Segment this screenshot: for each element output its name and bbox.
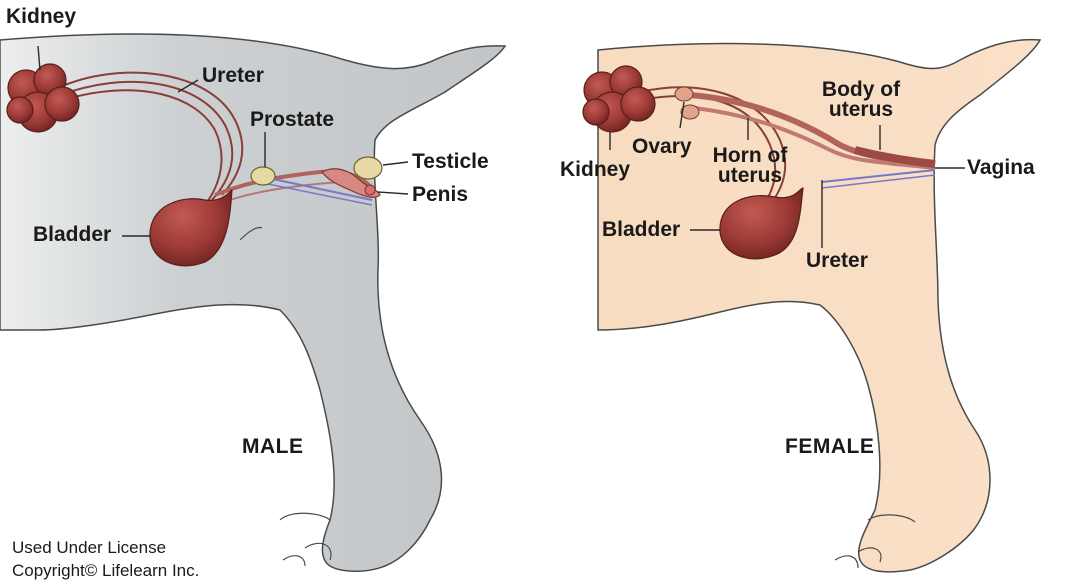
female-ovary-1 xyxy=(674,86,694,102)
female-body-silhouette xyxy=(597,38,1042,573)
female-label-body-line1: Body of xyxy=(821,78,901,101)
male-bladder xyxy=(149,189,233,267)
female-label-horn-line1: Horn of xyxy=(712,144,788,167)
male-diagram xyxy=(0,33,507,572)
male-label-prostate: Prostate xyxy=(250,108,335,131)
female-kidney xyxy=(582,65,656,133)
male-label-penis: Penis xyxy=(412,183,469,206)
female-ovary-2 xyxy=(680,104,700,120)
credit-line-2: Copyright© Lifelearn Inc. xyxy=(12,561,200,580)
male-ureters xyxy=(57,71,244,206)
credit-line-1: Used Under License xyxy=(12,538,167,557)
female-uterus xyxy=(689,92,936,189)
male-paw-lines xyxy=(282,542,332,567)
female-diagram xyxy=(582,38,1042,573)
female-label-body-line2: uterus xyxy=(828,98,894,121)
male-label-ureter: Ureter xyxy=(202,64,264,87)
male-prostate xyxy=(250,166,276,186)
female-label-ureter: Ureter xyxy=(806,249,868,272)
male-testicle xyxy=(353,156,383,180)
male-urethra xyxy=(214,169,374,206)
male-kidney xyxy=(6,63,80,133)
male-leader-lines xyxy=(37,45,409,237)
male-label-bladder: Bladder xyxy=(33,223,112,246)
female-label-bladder: Bladder xyxy=(602,218,681,241)
male-body-silhouette xyxy=(0,33,507,572)
female-bladder xyxy=(719,187,804,260)
female-label-body-of-uterus: Body of uterus xyxy=(814,78,908,121)
female-leader-lines xyxy=(609,101,965,248)
female-label-kidney: Kidney xyxy=(560,158,631,181)
female-label-horn-of-uterus: Horn of uterus xyxy=(705,144,795,187)
male-caption: MALE xyxy=(242,435,304,458)
female-label-vagina: Vagina xyxy=(967,156,1035,179)
female-label-horn-line2: uterus xyxy=(717,164,783,187)
female-label-ovary: Ovary xyxy=(632,135,692,158)
male-label-testicle: Testicle xyxy=(412,150,489,173)
male-label-kidney: Kidney xyxy=(6,5,77,28)
female-caption: FEMALE xyxy=(785,435,875,458)
